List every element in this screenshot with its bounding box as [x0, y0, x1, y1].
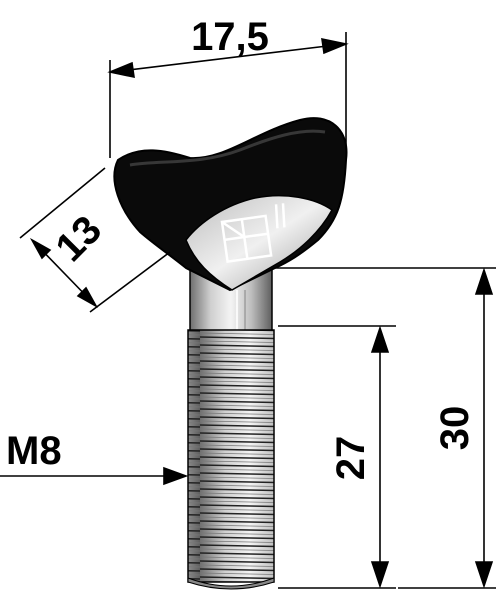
- label-head-diagonal: 13: [48, 208, 111, 271]
- dimension-thread-length: [278, 325, 396, 589]
- dimension-total-length: [275, 267, 496, 589]
- dimension-thread: [0, 466, 189, 486]
- bolt-thread: [187, 329, 275, 590]
- label-thread: M8: [6, 429, 62, 473]
- square-drive-icon: [220, 203, 286, 264]
- dimension-head-width: [107, 32, 349, 158]
- dimension-head-diagonal: [19, 167, 171, 313]
- bolt-head: [113, 117, 348, 292]
- label-total-length: 30: [433, 406, 477, 451]
- label-thread-length: 27: [329, 436, 373, 481]
- label-head-width: 17,5: [191, 15, 269, 59]
